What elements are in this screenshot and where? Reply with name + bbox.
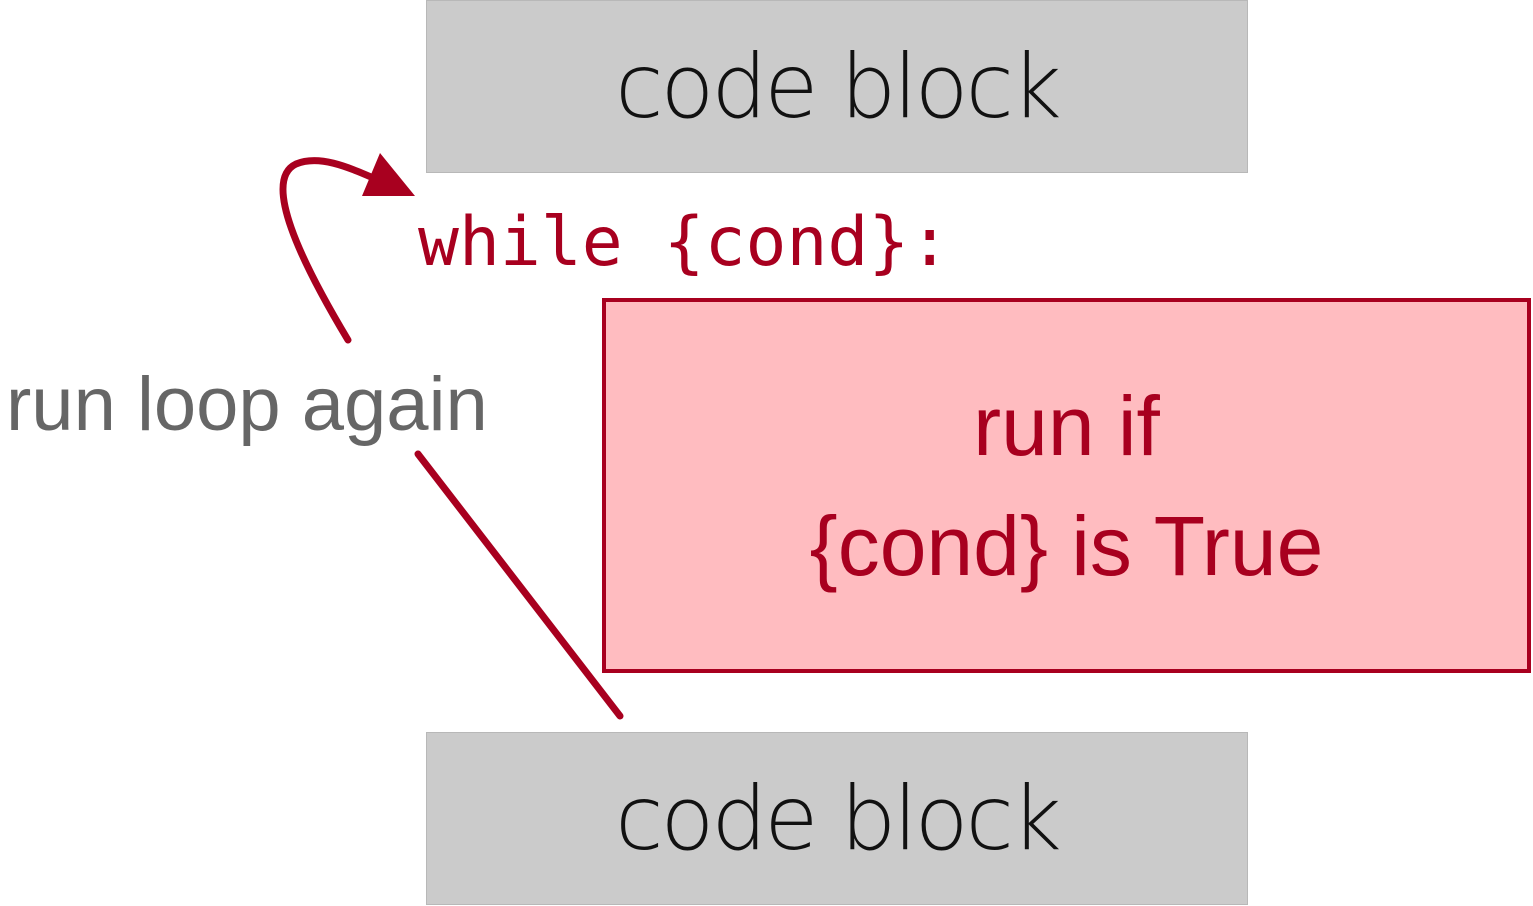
code-block-bottom-label: code block <box>615 767 1062 870</box>
code-block-top: code block <box>426 0 1248 173</box>
loop-arrowhead-icon <box>362 153 415 196</box>
code-block-top-label: code block <box>615 35 1062 138</box>
loop-body-block: run if {cond} is True <box>602 298 1531 673</box>
loop-arrow-lower-segment <box>414 450 624 720</box>
loop-arrow-upper-segment <box>279 157 382 344</box>
loop-body-line-1: run if <box>973 378 1160 473</box>
code-block-bottom: code block <box>426 732 1248 905</box>
run-loop-again-label: run loop again <box>6 362 488 447</box>
loop-body-line-2: {cond} is True <box>809 498 1324 593</box>
while-header: while {cond}: <box>418 203 951 282</box>
